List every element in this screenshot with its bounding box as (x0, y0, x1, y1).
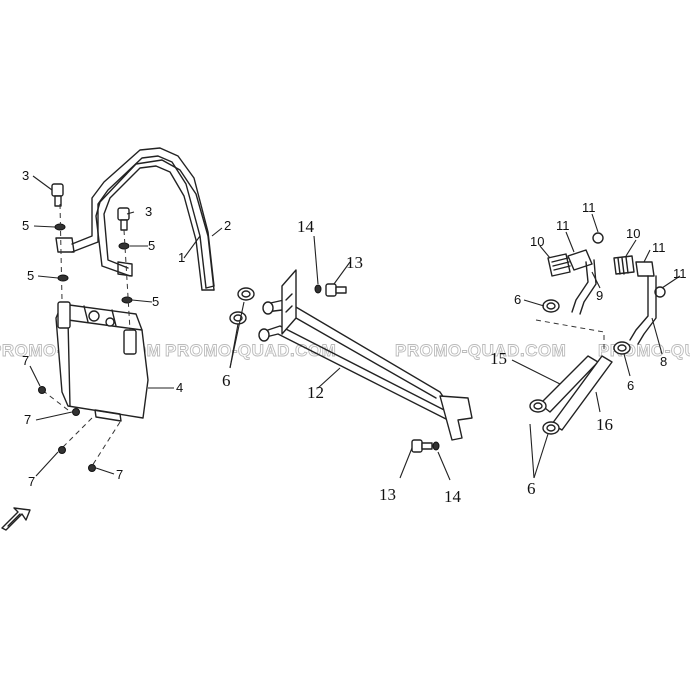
callout-9: 9 (596, 288, 603, 303)
watermark-text: PROMO-QUAD.COM (395, 341, 566, 360)
leader-lines (29, 175, 681, 481)
callout-7: 7 (116, 467, 123, 482)
callout-5: 5 (148, 238, 155, 253)
callout-7: 7 (22, 353, 29, 368)
watermark-text: PROMO-QUAD.COM (598, 341, 690, 360)
hose-clip (592, 232, 604, 244)
callout-6: 6 (222, 371, 231, 390)
callout-1: 1 (178, 250, 185, 265)
callout-4: 4 (176, 380, 183, 395)
watermark-text: PROMO-QUAD.COM (165, 341, 336, 360)
callout-14: 14 (444, 487, 462, 506)
cooler-inlet-fitting (57, 301, 71, 329)
callout-11: 11 (582, 200, 596, 215)
callout-10: 10 (626, 226, 640, 241)
washer (118, 242, 130, 250)
callout-2: 2 (224, 218, 231, 233)
nut (88, 464, 96, 472)
callout-14: 14 (297, 217, 315, 236)
cooler-outlet-fitting (123, 329, 137, 355)
callout-13: 13 (379, 485, 396, 504)
hose-clamp-pair (529, 399, 560, 435)
hose-clamp (542, 299, 560, 313)
hose-clamp (613, 341, 631, 355)
callout-3: 3 (22, 168, 29, 183)
callout-6: 6 (527, 479, 536, 498)
callout-11: 11 (556, 218, 570, 233)
hose-clip (654, 286, 666, 298)
bolt (325, 283, 347, 297)
callout-13: 13 (346, 253, 363, 272)
banjo-bolt (117, 207, 130, 231)
washer (57, 274, 69, 282)
right-hose-assembly (529, 232, 666, 435)
callout-12: 12 (307, 383, 324, 402)
callout-11: 11 (673, 266, 687, 281)
nut (38, 386, 46, 394)
nut (72, 408, 80, 416)
callout-10: 10 (530, 234, 544, 249)
bolt (411, 439, 433, 453)
callout-6: 6 (514, 292, 521, 307)
callout-3: 3 (145, 204, 152, 219)
callout-7: 7 (28, 474, 35, 489)
washer (314, 284, 322, 294)
oil-cooler-assembly (38, 147, 215, 472)
callout-5: 5 (152, 294, 159, 309)
callout-6: 6 (627, 378, 634, 393)
mounting-bracket (281, 269, 297, 335)
washer (432, 441, 440, 451)
nut (58, 446, 66, 454)
banjo-bolt (51, 183, 64, 207)
callout-5: 5 (22, 218, 29, 233)
threaded-fitting (547, 253, 571, 277)
callout-5: 5 (27, 268, 34, 283)
adapter-fitting (567, 249, 593, 271)
callout-7: 7 (24, 412, 31, 427)
callout-15: 15 (490, 349, 507, 368)
oil-pipe-2 (95, 159, 215, 291)
callout-16: 16 (596, 415, 613, 434)
washer (121, 296, 133, 304)
oil-pipe-1 (71, 147, 215, 289)
pipe-bracket-assembly (258, 269, 473, 441)
callout-11: 11 (652, 240, 666, 255)
front-direction-arrow-icon (1, 507, 31, 531)
threaded-fitting (613, 255, 635, 275)
banjo-fitting (55, 237, 75, 253)
adapter-fitting (635, 261, 655, 277)
callout-labels: 3 5 5 3 5 5 1 2 4 7 7 7 7 6 14 13 12 13 … (22, 168, 687, 506)
mounting-bracket (439, 395, 473, 441)
callout-8: 8 (660, 354, 667, 369)
hose-clamp-pair (229, 287, 255, 325)
